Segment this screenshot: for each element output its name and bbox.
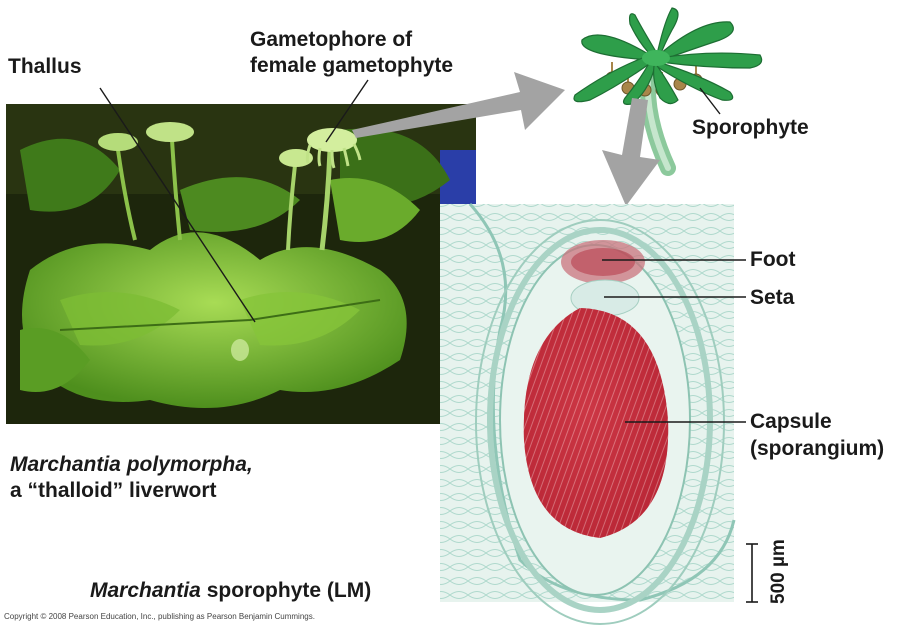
sporophyte-leader xyxy=(699,87,721,115)
thallus-photo xyxy=(6,104,476,424)
seta-label: Seta xyxy=(750,286,795,309)
scale-bar-label: 500 µm xyxy=(768,539,789,604)
scale-bar xyxy=(746,543,758,603)
foot-label: Foot xyxy=(750,248,796,271)
gametophore-leader xyxy=(325,79,369,143)
thallus-label: Thallus xyxy=(8,55,82,78)
scale-bar-label-wrap: 500 µm xyxy=(762,539,792,604)
gametophore-label-line1: Gametophore of xyxy=(250,28,413,51)
gametophore-cartoon xyxy=(573,7,763,176)
copyright-notice: Copyright © 2008 Pearson Education, Inc.… xyxy=(4,612,315,621)
sporophyte-label: Sporophyte xyxy=(692,116,809,139)
sporophyte-micrograph xyxy=(440,203,736,625)
species-caption-line1: Marchantia polymorpha, xyxy=(10,452,253,478)
sporophyte-caption-genus: Marchantia xyxy=(90,579,201,602)
thallus-leader xyxy=(99,87,256,323)
species-caption-line2: a “thalloid” liverwort xyxy=(10,479,217,502)
capsule-label-line2: (sporangium) xyxy=(750,437,885,460)
arrow-to-micrograph xyxy=(602,98,660,206)
arrow-to-cartoon xyxy=(352,72,565,138)
leader-lines xyxy=(99,79,746,423)
sporophyte-caption: Marchantia sporophyte (LM) xyxy=(90,578,371,604)
sporophyte-caption-rest: sporophyte (LM) xyxy=(200,579,372,602)
capsule-label-line1: Capsule xyxy=(750,410,832,433)
species-name: Marchantia polymorpha, xyxy=(10,453,253,476)
gametophore-label-line2: female gametophyte xyxy=(250,54,454,77)
